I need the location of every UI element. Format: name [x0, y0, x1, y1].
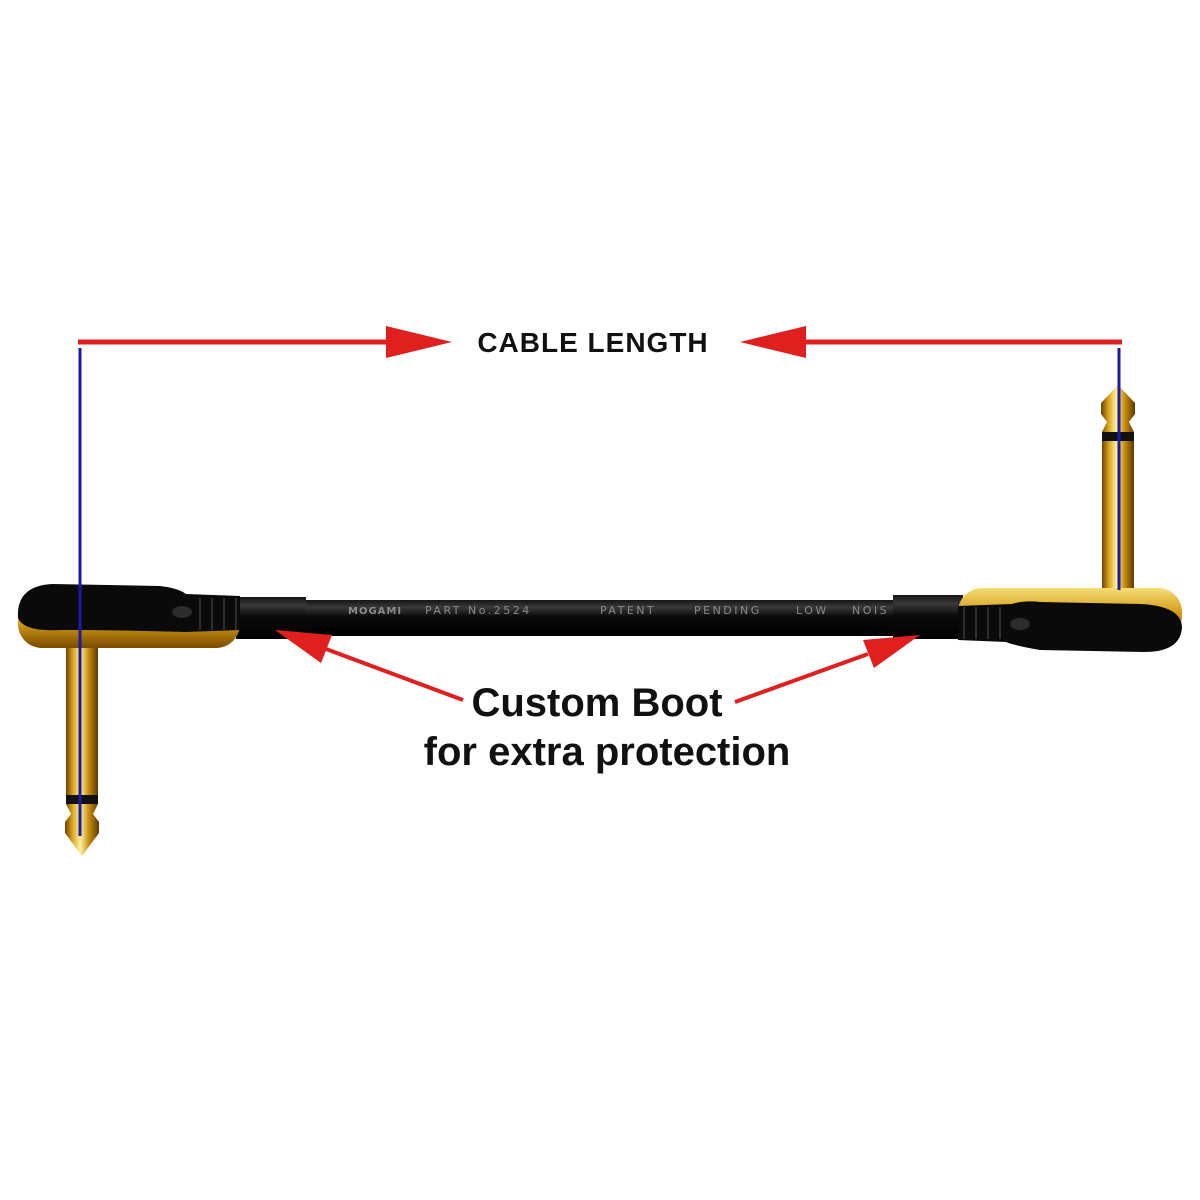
- cable-print-word: NOIS: [852, 604, 889, 617]
- callout-arrow-left-shaft: [325, 647, 464, 702]
- cable-print: MOGAMI PART No.2524 PATENT PENDING LOW N…: [348, 604, 889, 617]
- callout-arrow-right-shaft: [734, 652, 869, 704]
- dimension-arrowhead-left-pointing: [740, 326, 806, 358]
- cable-print-word: PENDING: [694, 604, 762, 617]
- cable-print-part-number: PART No.2524: [425, 604, 532, 617]
- right-boot-grip-ribs: [963, 607, 1001, 639]
- left-plug-screw: [172, 606, 192, 618]
- cable-print-word: LOW: [796, 604, 829, 617]
- dimension-arrowhead-right-pointing: [386, 326, 452, 358]
- callout-subtitle: for extra protection: [424, 730, 791, 774]
- patch-cable: MOGAMI PART No.2524 PATENT PENDING LOW N…: [17, 385, 1182, 856]
- cable-length-dimension: CABLE LENGTH: [78, 326, 1122, 358]
- right-plug-black-boot: [958, 601, 1182, 652]
- cable-jacket: [300, 600, 900, 636]
- left-boot-grip-ribs: [199, 598, 237, 630]
- left-plug-insulator-ring: [66, 795, 98, 804]
- callout-arrowhead-right: [863, 635, 920, 668]
- custom-boot-callout: Custom Boot for extra protection: [275, 630, 920, 774]
- left-plug-tip: [65, 804, 99, 856]
- cable-length-label: CABLE LENGTH: [477, 327, 708, 358]
- right-plug-screw: [1010, 618, 1030, 630]
- right-boot-sleeve: [893, 595, 963, 639]
- left-plug-shaft: [66, 630, 98, 796]
- callout-title: Custom Boot: [471, 681, 722, 725]
- callout-arrowhead-left: [275, 630, 332, 663]
- right-right-angle-plug: [958, 385, 1182, 652]
- cable-print-word: PATENT: [600, 604, 656, 617]
- left-right-angle-plug: [17, 584, 240, 856]
- left-plug-black-boot: [17, 584, 240, 632]
- cable-print-brand-logo: MOGAMI: [348, 606, 402, 617]
